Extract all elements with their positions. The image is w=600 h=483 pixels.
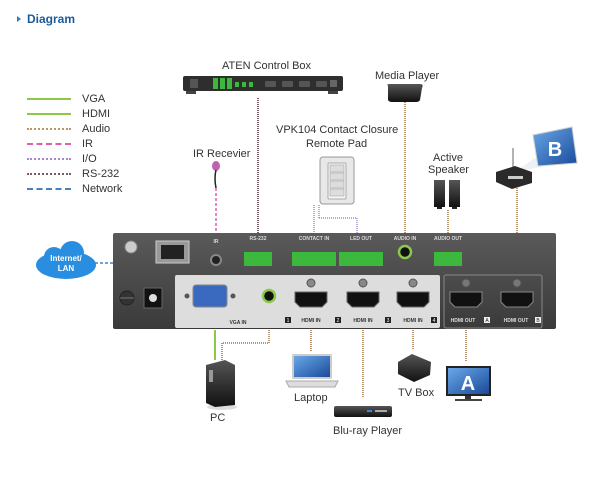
rs232-port-label: RS-232 — [250, 236, 267, 242]
hdmi-in-4: HDMI IN 4 — [396, 278, 437, 324]
ir-receiver-icon — [212, 161, 220, 189]
rs232-terminal — [244, 252, 272, 266]
legend-label: IR — [82, 137, 93, 150]
hdmi-out-label: HDMI OUT — [451, 318, 476, 324]
hdmi-in-label: HDMI IN — [301, 318, 321, 324]
control-box-label: ATEN Control Box — [222, 60, 312, 72]
screen-b-letter: B — [548, 139, 562, 161]
legend-item-network: Network — [27, 181, 122, 196]
audio-out-terminal — [434, 252, 462, 266]
network-line-swatch — [27, 187, 71, 190]
media-player-icon — [387, 84, 423, 102]
vga-in-label: VGA IN — [229, 320, 246, 326]
vpk-device-panel: IR RS-232 CONTACT IN LED OUT AUDIO IN AU… — [113, 233, 556, 329]
input-number-4: 4 — [433, 318, 436, 324]
ir-line-swatch — [27, 142, 71, 145]
led-out-label: LED OUT — [350, 236, 372, 242]
legend-label: HDMI — [82, 107, 111, 120]
ir-port-label: IR — [214, 239, 219, 245]
output-section — [443, 274, 543, 329]
remote-pad-icon — [319, 156, 355, 205]
legend-item-audio: Audio — [27, 121, 122, 136]
vga-audio-jack — [261, 288, 277, 304]
hdmi-out-b: HDMI OUT B — [500, 278, 541, 324]
legend-item-rs232: RS-232 — [27, 166, 122, 181]
output-letter-b: B — [536, 318, 540, 324]
media-player-label: Media Player — [375, 70, 440, 82]
audio-in-jack — [397, 244, 413, 260]
section-header: Diagram — [17, 12, 75, 26]
hdmi-in-label: HDMI IN — [353, 318, 373, 324]
legend-label: I/O — [82, 152, 97, 165]
hdmi-line-swatch — [27, 112, 71, 115]
io-line-swatch — [27, 157, 71, 160]
contact-in-terminal — [292, 252, 336, 266]
speaker-label-line1: Active — [433, 152, 463, 164]
legend-item-io: I/O — [27, 151, 122, 166]
hdmi-out-a: HDMI OUT A — [449, 278, 490, 324]
pc-icon — [206, 360, 237, 410]
remote-pad-label-line1: VPK104 Contact Closure — [276, 124, 399, 136]
bluray-label: Blu-ray Player — [333, 425, 403, 437]
pc-label: PC — [210, 412, 226, 424]
legend-item-hdmi: HDMI — [27, 106, 122, 121]
section-title: Diagram — [27, 12, 76, 26]
input-number-2: 2 — [337, 318, 340, 324]
legend-item-vga: VGA — [27, 91, 122, 106]
tv-box-icon — [398, 354, 431, 382]
led-out-terminal — [339, 252, 383, 266]
projection-screen-b: B — [532, 126, 578, 167]
legend-item-ir: IR — [27, 136, 122, 151]
lan-label: LAN — [58, 264, 75, 273]
tvbox-label: TV Box — [398, 387, 435, 399]
input-number-1: 1 — [287, 318, 290, 324]
legend-label: VGA — [82, 92, 106, 105]
internet-cloud-icon: Internet/ LAN — [36, 241, 96, 279]
rs232-line-swatch — [27, 172, 71, 175]
remote-pad-label-line2: Remote Pad — [306, 138, 368, 150]
active-speaker-icon — [434, 180, 460, 209]
legend-label: Network — [82, 182, 123, 195]
hdmi-in-3: HDMI IN 3 — [346, 278, 391, 324]
aten-control-box — [183, 76, 343, 94]
audio-line-swatch — [27, 127, 71, 130]
output-letter-a: A — [485, 318, 489, 324]
hdmi-in-2: HDMI IN 2 — [294, 278, 341, 324]
input-number-3: 3 — [387, 318, 390, 324]
legend-label: Audio — [82, 122, 111, 135]
laptop-label: Laptop — [294, 392, 328, 404]
hdmi-in-label: HDMI IN — [403, 318, 423, 324]
contact-in-label: CONTACT IN — [299, 236, 330, 242]
bluray-player-icon — [334, 406, 392, 417]
ir-receiver-label: IR Recevier — [193, 148, 251, 160]
pc-audio-cable — [221, 330, 270, 360]
power-led-icon — [124, 240, 138, 254]
audio-in-label: AUDIO IN — [394, 236, 417, 242]
display-a-letter: A — [461, 373, 475, 395]
hdmi-out-label: HDMI OUT — [504, 318, 529, 324]
legend-label: RS-232 — [82, 167, 120, 180]
vga-line-swatch — [27, 97, 71, 100]
internet-label: Internet/ — [50, 254, 82, 263]
laptop-icon — [285, 354, 339, 388]
speaker-label-line2: Speaker — [428, 164, 469, 176]
triangle-bullet-icon — [17, 16, 21, 22]
display-a-icon: A — [446, 366, 491, 401]
audio-out-label: AUDIO OUT — [434, 236, 462, 242]
vga-port — [192, 284, 228, 308]
legend: VGA HDMI Audio IR I/O RS-232 Network — [27, 91, 122, 196]
ir-port — [210, 254, 222, 266]
